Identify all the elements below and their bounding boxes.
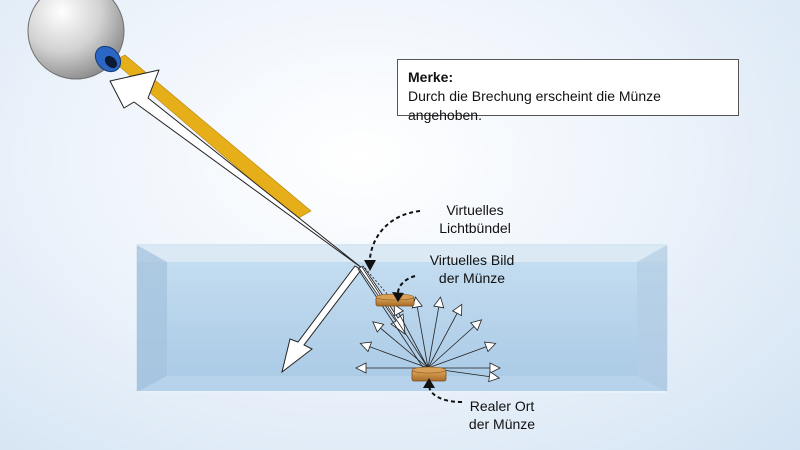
pointer-head (364, 260, 376, 271)
fan-ray (427, 326, 475, 369)
label-line: Lichtbündel (439, 220, 511, 236)
basin-floor (137, 376, 667, 392)
label-line: Virtuelles (446, 202, 504, 218)
fan-ray-head (372, 321, 385, 333)
label-line: der Münze (468, 416, 536, 432)
fan-ray (427, 313, 458, 369)
fan-ray-head (488, 370, 501, 383)
fan-ray (369, 346, 429, 369)
label-line: der Münze (438, 270, 506, 286)
fan-ray-head (483, 341, 497, 353)
virtual-coin (375, 293, 415, 307)
fan-ray-head (489, 362, 501, 374)
label-real-location: Realer Ort der Münze (452, 397, 552, 433)
basin-right-wall (637, 245, 667, 392)
pointer-head (392, 292, 404, 302)
fan-ray-head (359, 341, 373, 353)
eye-icon (27, 0, 125, 80)
fan-ray-head (433, 296, 445, 309)
fan-ray (427, 306, 440, 369)
fan-ray (380, 327, 429, 369)
note-title: Merke: (408, 69, 454, 85)
fan-ray-head (469, 319, 483, 331)
real-coin (411, 366, 447, 382)
pointer-virtual-bundle (369, 210, 421, 259)
fan-ray (427, 346, 487, 369)
ray-bundle-shadow (112, 54, 312, 220)
label-virtual-image: Virtuelles Bild der Münze (412, 251, 532, 287)
fan-ray-head (451, 303, 463, 317)
pointer-head (423, 378, 435, 388)
reflected-ray-arrow (281, 265, 362, 374)
fan-ray (398, 313, 429, 369)
label-line: Virtuelles Bild (429, 252, 515, 268)
light-bundle-arrow (109, 69, 363, 269)
fan-ray-head (393, 303, 405, 317)
basin-left-wall (137, 245, 167, 392)
pointer-virtual-image (396, 275, 416, 297)
fan-ray (416, 306, 429, 369)
note-box: Merke: Durch die Brechung erscheint die … (397, 59, 739, 123)
label-virtual-bundle: Virtuelles Lichtbündel (420, 201, 530, 237)
fan-ray-head (355, 362, 367, 374)
note-text: Durch die Brechung erscheint die Münze a… (408, 88, 661, 123)
label-line: Realer Ort (469, 398, 535, 414)
